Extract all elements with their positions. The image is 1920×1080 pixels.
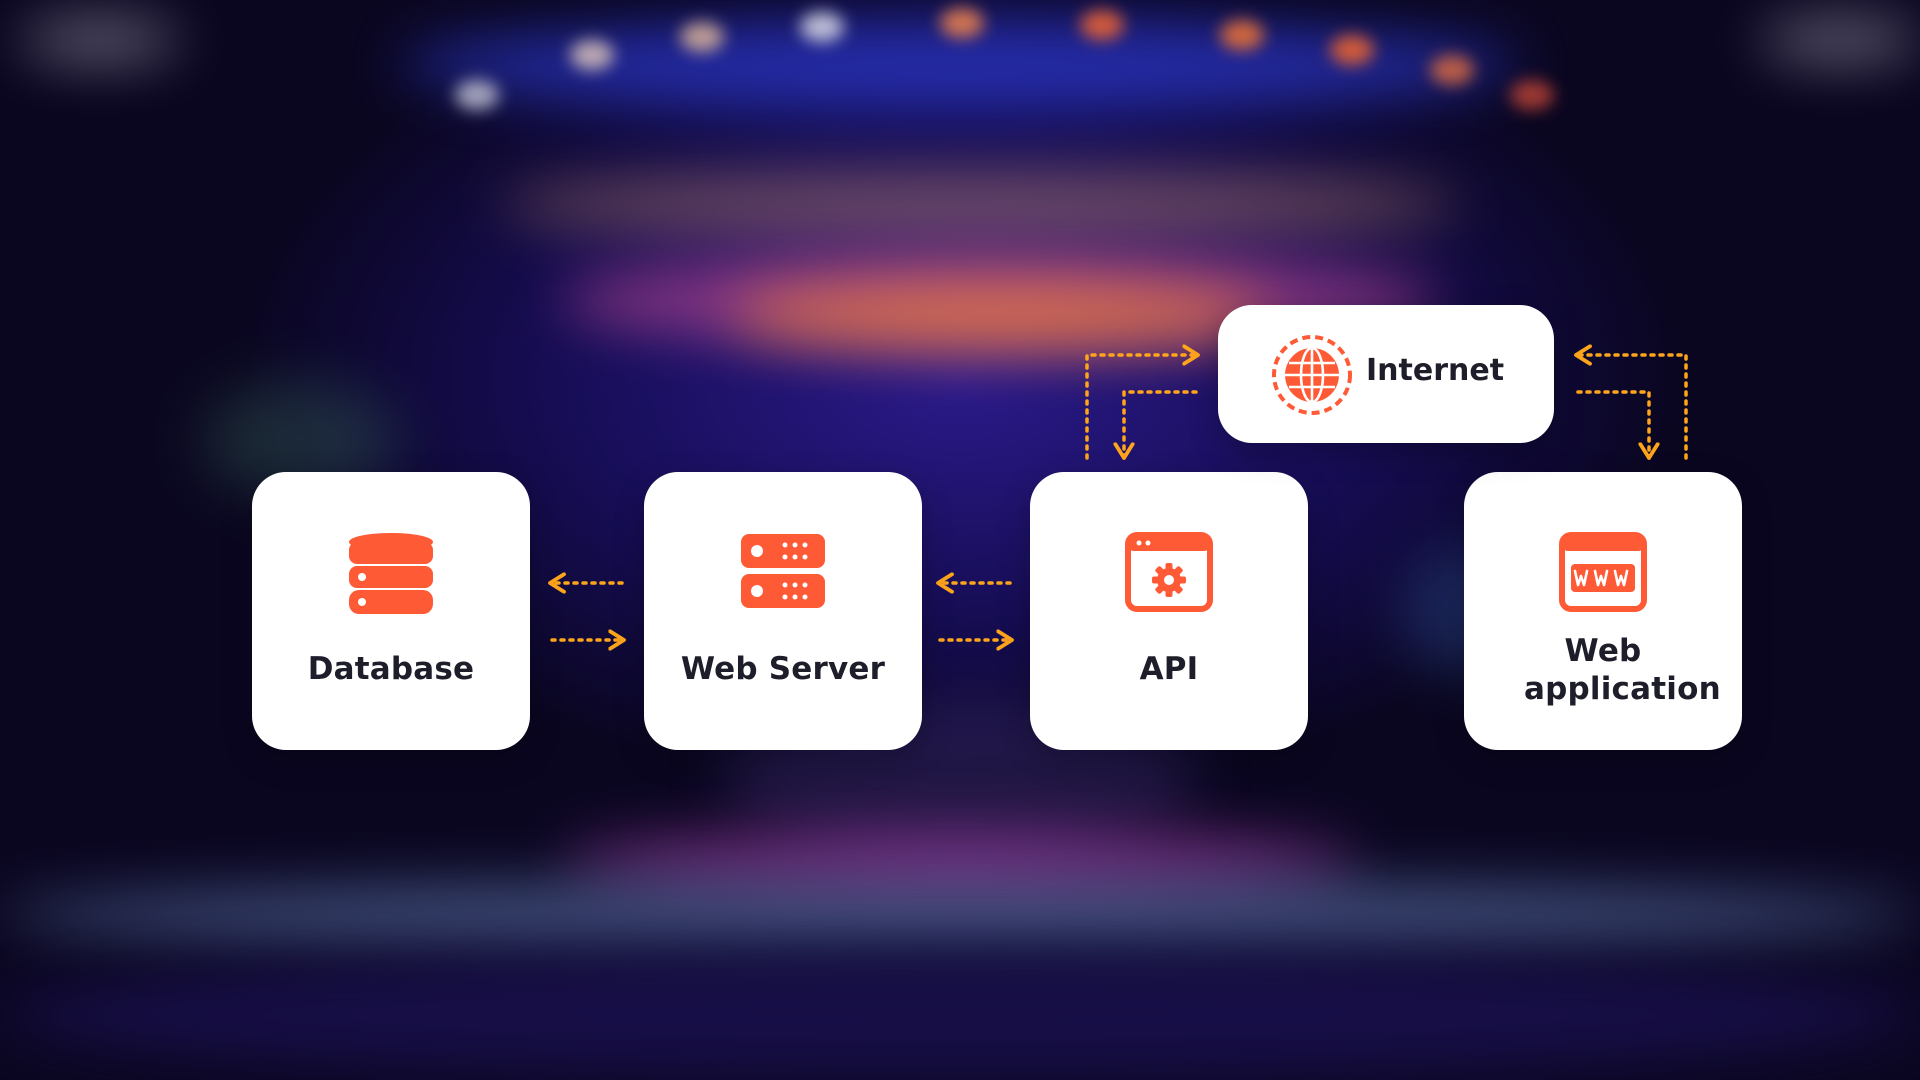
arrow-internet-to-web-application [1576, 390, 1649, 458]
api-node: API [1030, 472, 1308, 750]
internet-node: Internet [1218, 305, 1554, 443]
globe-icon [1272, 335, 1352, 415]
arrow-internet-to-api [1124, 390, 1198, 458]
arrow-api-to-internet [1085, 355, 1198, 460]
arrow-web-application-to-internet [1576, 355, 1688, 460]
www-browser-icon [1559, 532, 1647, 612]
web-application-label: Web application [1524, 633, 1721, 707]
web-application-node: Web application [1464, 472, 1742, 750]
database-label: Database [307, 651, 475, 687]
web-server-node: Web Server [644, 472, 922, 750]
database-icon [349, 533, 433, 614]
web-server-label: Web Server [680, 651, 886, 687]
server-icon [741, 534, 825, 608]
api-label: API [1139, 651, 1199, 687]
database-node: Database [252, 472, 530, 750]
internet-label: Internet [1366, 353, 1505, 388]
api-gear-window-icon [1125, 532, 1213, 612]
